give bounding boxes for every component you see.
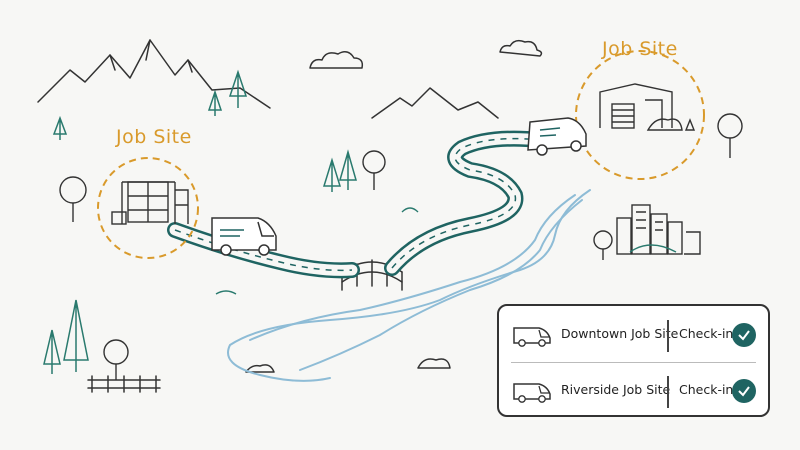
building-icon [111, 181, 189, 225]
checkin-status: Check-in [679, 326, 734, 341]
checkin-card: Downtown Job Site Check-in Riverside Job… [497, 304, 770, 417]
checkin-status: Check-in [679, 382, 734, 397]
fence [87, 375, 161, 393]
row-separator [667, 320, 669, 352]
building-icon [599, 83, 696, 131]
checkin-row[interactable]: Riverside Job Site Check-in [499, 366, 768, 416]
checkin-site-name: Riverside Job Site [561, 382, 671, 397]
van-icon [513, 327, 551, 347]
cloud-icon [309, 51, 364, 69]
check-circle-icon[interactable] [732, 323, 756, 347]
site-label-left: Job Site [116, 126, 192, 148]
road [167, 130, 548, 279]
row-divider [511, 362, 756, 363]
check-circle-icon[interactable] [732, 379, 756, 403]
site-ring-right [575, 50, 705, 180]
checkin-site-name: Downtown Job Site [561, 326, 679, 341]
site-label-right: Job Site [602, 38, 678, 60]
van-icon [211, 217, 277, 256]
van-icon [513, 383, 551, 403]
row-separator [667, 376, 669, 408]
tree-icon [59, 113, 743, 380]
van-icon [527, 117, 587, 156]
checkin-row[interactable]: Downtown Job Site Check-in [499, 310, 768, 360]
cloud-icon [499, 39, 543, 57]
mountain-icon [371, 87, 499, 119]
tree-icon [43, 69, 357, 374]
mountain-icon [37, 39, 271, 109]
site-ring-left [97, 157, 199, 259]
building-icon [616, 204, 701, 255]
river [227, 189, 591, 382]
